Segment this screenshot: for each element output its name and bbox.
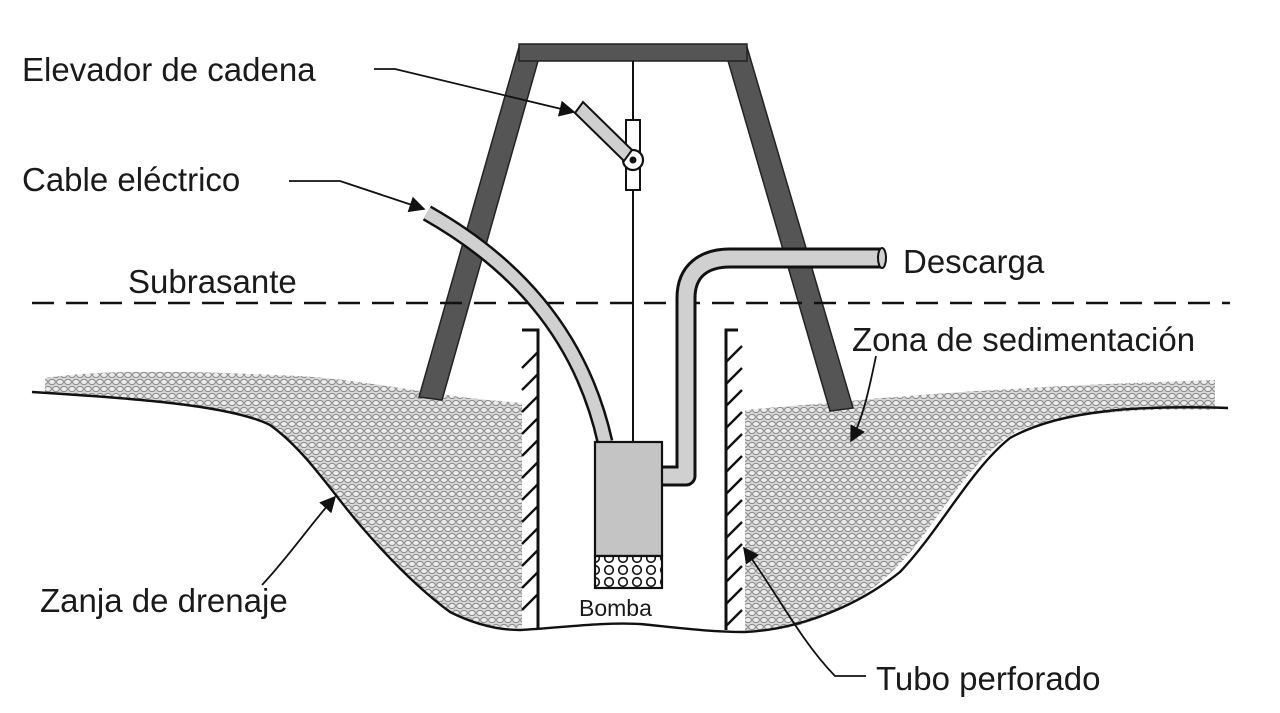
label-settling-zone: Zona de sedimentación: [852, 321, 1195, 358]
electric-cable: [422, 205, 614, 444]
perforated-pipe: [521, 328, 743, 630]
label-electric-cable: Cable eléctrico: [22, 161, 240, 198]
leader-lines: [261, 68, 877, 677]
label-perforated-pipe: Tubo perforado: [876, 660, 1100, 697]
label-pump: Bomba: [579, 595, 652, 621]
leader-settling-zone: [850, 355, 877, 443]
chain-hoist: [573, 100, 645, 191]
label-chain-hoist: Elevador de cadena: [22, 51, 316, 88]
label-discharge: Descarga: [903, 243, 1045, 280]
gravel-fill-left: [45, 371, 522, 628]
leader-electric-cable: [289, 180, 426, 213]
leader-chain-hoist: [374, 68, 576, 117]
leader-drainage-trench: [261, 495, 337, 586]
discharge-pipe: [662, 247, 887, 487]
pipe-wall-right: [724, 328, 743, 630]
leader-perforated-pipe: [743, 546, 866, 677]
tripod-top-beam: [518, 43, 748, 62]
pipe-wall-left: [521, 328, 540, 628]
gravel-fill-right: [745, 380, 1215, 632]
pump-intake-screen: [593, 554, 664, 590]
label-subgrade: Subrasante: [128, 263, 297, 300]
tripod-right-leg: [723, 46, 854, 412]
pump: [593, 440, 664, 590]
pump-body: [593, 440, 664, 558]
label-drainage-trench: Zanja de drenaje: [40, 582, 288, 619]
tripod: [418, 43, 854, 412]
trench-ground-line: [31, 390, 1229, 634]
